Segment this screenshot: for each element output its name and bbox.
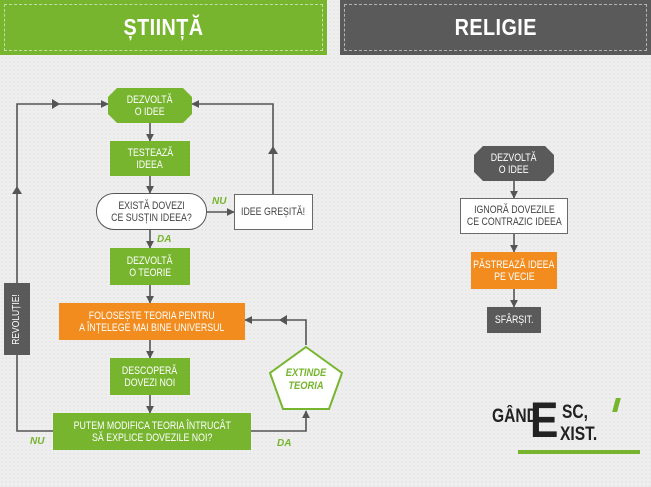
no-label-bottom: NU	[30, 436, 45, 447]
modify-question-line2: SĂ EXPLICE DOVEZILE NOI?	[91, 431, 213, 444]
religion-end: SFÂRȘIT.	[487, 307, 541, 333]
science-develop-idea: DEZVOLTĂ O IDEE	[108, 88, 192, 123]
logo-part2: SC,	[562, 402, 588, 423]
religion-header: RELIGIE	[340, 0, 651, 55]
logo-big-e: E	[530, 392, 559, 448]
discover-evidence-line2: DOVEZI NOI	[124, 376, 176, 389]
religion-develop-idea-line1: DEZVOLTĂ	[491, 151, 537, 164]
science-title: ȘTIINȚĂ	[123, 14, 204, 40]
religion-title: RELIGIE	[454, 14, 537, 40]
gandesc-exist-logo: GÂND E SC, XIST.	[490, 392, 642, 458]
loop-modify-to-extend	[251, 410, 310, 432]
loop-revolution-to-idea	[16, 100, 109, 432]
pentagon-shape	[268, 345, 344, 410]
ignore-evidence-line1: IGNORĂ DOVEZILE	[473, 204, 555, 216]
keep-idea-line1: PĂSTREAZĂ IDEEA	[473, 258, 555, 271]
modify-theory-question: PUTEM MODIFICA TEORIA ÎNTRUCÂT SĂ EXPLIC…	[53, 413, 251, 450]
arrowhead-wrong-loop-up	[268, 146, 278, 154]
religion-develop-idea: DEZVOLTĂ O IDEE	[474, 146, 554, 181]
modify-question-line1: PUTEM MODIFICA TEORIA ÎNTRUCÂT	[73, 419, 231, 432]
no-label-top: NU	[212, 196, 227, 207]
arrowhead-revolution-loop-up	[12, 186, 22, 194]
science-develop-idea-line1: DEZVOLTĂ	[127, 93, 173, 106]
arrowhead-extend-loop-left	[279, 315, 287, 325]
logo-underline-bar	[518, 450, 640, 454]
discover-evidence-line1: DESCOPERĂ	[122, 364, 178, 377]
ignore-evidence-line2: CE CONTRAZIC IDEEA	[466, 216, 562, 228]
test-idea-line2: IDEEA	[136, 158, 164, 171]
arrowhead-revolution-loop-right	[52, 99, 60, 109]
extend-theory-line1: EXTINDE	[285, 367, 327, 379]
revolution-label: REVOLUȚIE!	[4, 283, 30, 355]
evidence-question-line2: CE SUSȚIN IDEEA?	[111, 211, 192, 224]
extend-theory-line2: TEORIA	[288, 380, 324, 392]
logo-part3: XIST.	[560, 424, 598, 445]
science-test-idea: TESTEAZĂ IDEEA	[110, 141, 190, 176]
use-theory-line2: A ÎNȚELEGE MAI BINE UNIVERSUL	[79, 321, 225, 334]
science-header-frame	[4, 4, 323, 51]
logo-part1: GÂND	[492, 406, 538, 427]
wrong-idea-text: IDEE GREȘITĂ!	[241, 206, 306, 218]
yes-label-top: DA	[157, 234, 172, 245]
use-theory: FOLOSEȘTE TEORIA PENTRU A ÎNȚELEGE MAI B…	[59, 303, 245, 340]
develop-theory: DEZVOLTĂ O TEORIE	[110, 248, 190, 285]
loop-wrong-to-idea	[191, 100, 274, 194]
religion-header-frame	[344, 4, 647, 51]
logo-exclamation-mark	[612, 398, 621, 412]
religion-develop-idea-line2: O IDEE	[499, 163, 529, 176]
evidence-question-line1: EXISTĂ DOVEZI	[118, 199, 185, 212]
evidence-question: EXISTĂ DOVEZI CE SUSȚIN IDEEA?	[96, 193, 207, 230]
develop-theory-line1: DEZVOLTĂ	[127, 254, 173, 267]
religion-end-text: SFÂRȘIT.	[494, 314, 534, 326]
extend-theory-pentagon: EXTINDE TEORIA	[268, 345, 344, 411]
keep-idea-forever: PĂSTREAZĂ IDEEA PE VECIE	[471, 252, 557, 289]
wrong-idea-box: IDEE GREȘITĂ!	[234, 194, 313, 230]
test-idea-line1: TESTEAZĂ	[127, 146, 173, 159]
revolution-text: REVOLUȚIE!	[11, 293, 23, 345]
science-develop-idea-line2: O IDEE	[135, 105, 165, 118]
extend-theory-text: EXTINDE TEORIA	[268, 367, 344, 393]
develop-theory-line2: O TEORIE	[129, 266, 171, 279]
loop-extend-to-use	[244, 316, 307, 345]
discover-evidence: DESCOPERĂ DOVEZI NOI	[110, 358, 190, 395]
keep-idea-line2: PE VECIE	[493, 270, 535, 283]
ignore-evidence: IGNORĂ DOVEZILE CE CONTRAZIC IDEEA	[460, 198, 568, 234]
science-header: ȘTIINȚĂ	[0, 0, 327, 55]
use-theory-line1: FOLOSEȘTE TEORIA PENTRU	[89, 309, 215, 322]
yes-label-bottom: DA	[277, 438, 292, 449]
